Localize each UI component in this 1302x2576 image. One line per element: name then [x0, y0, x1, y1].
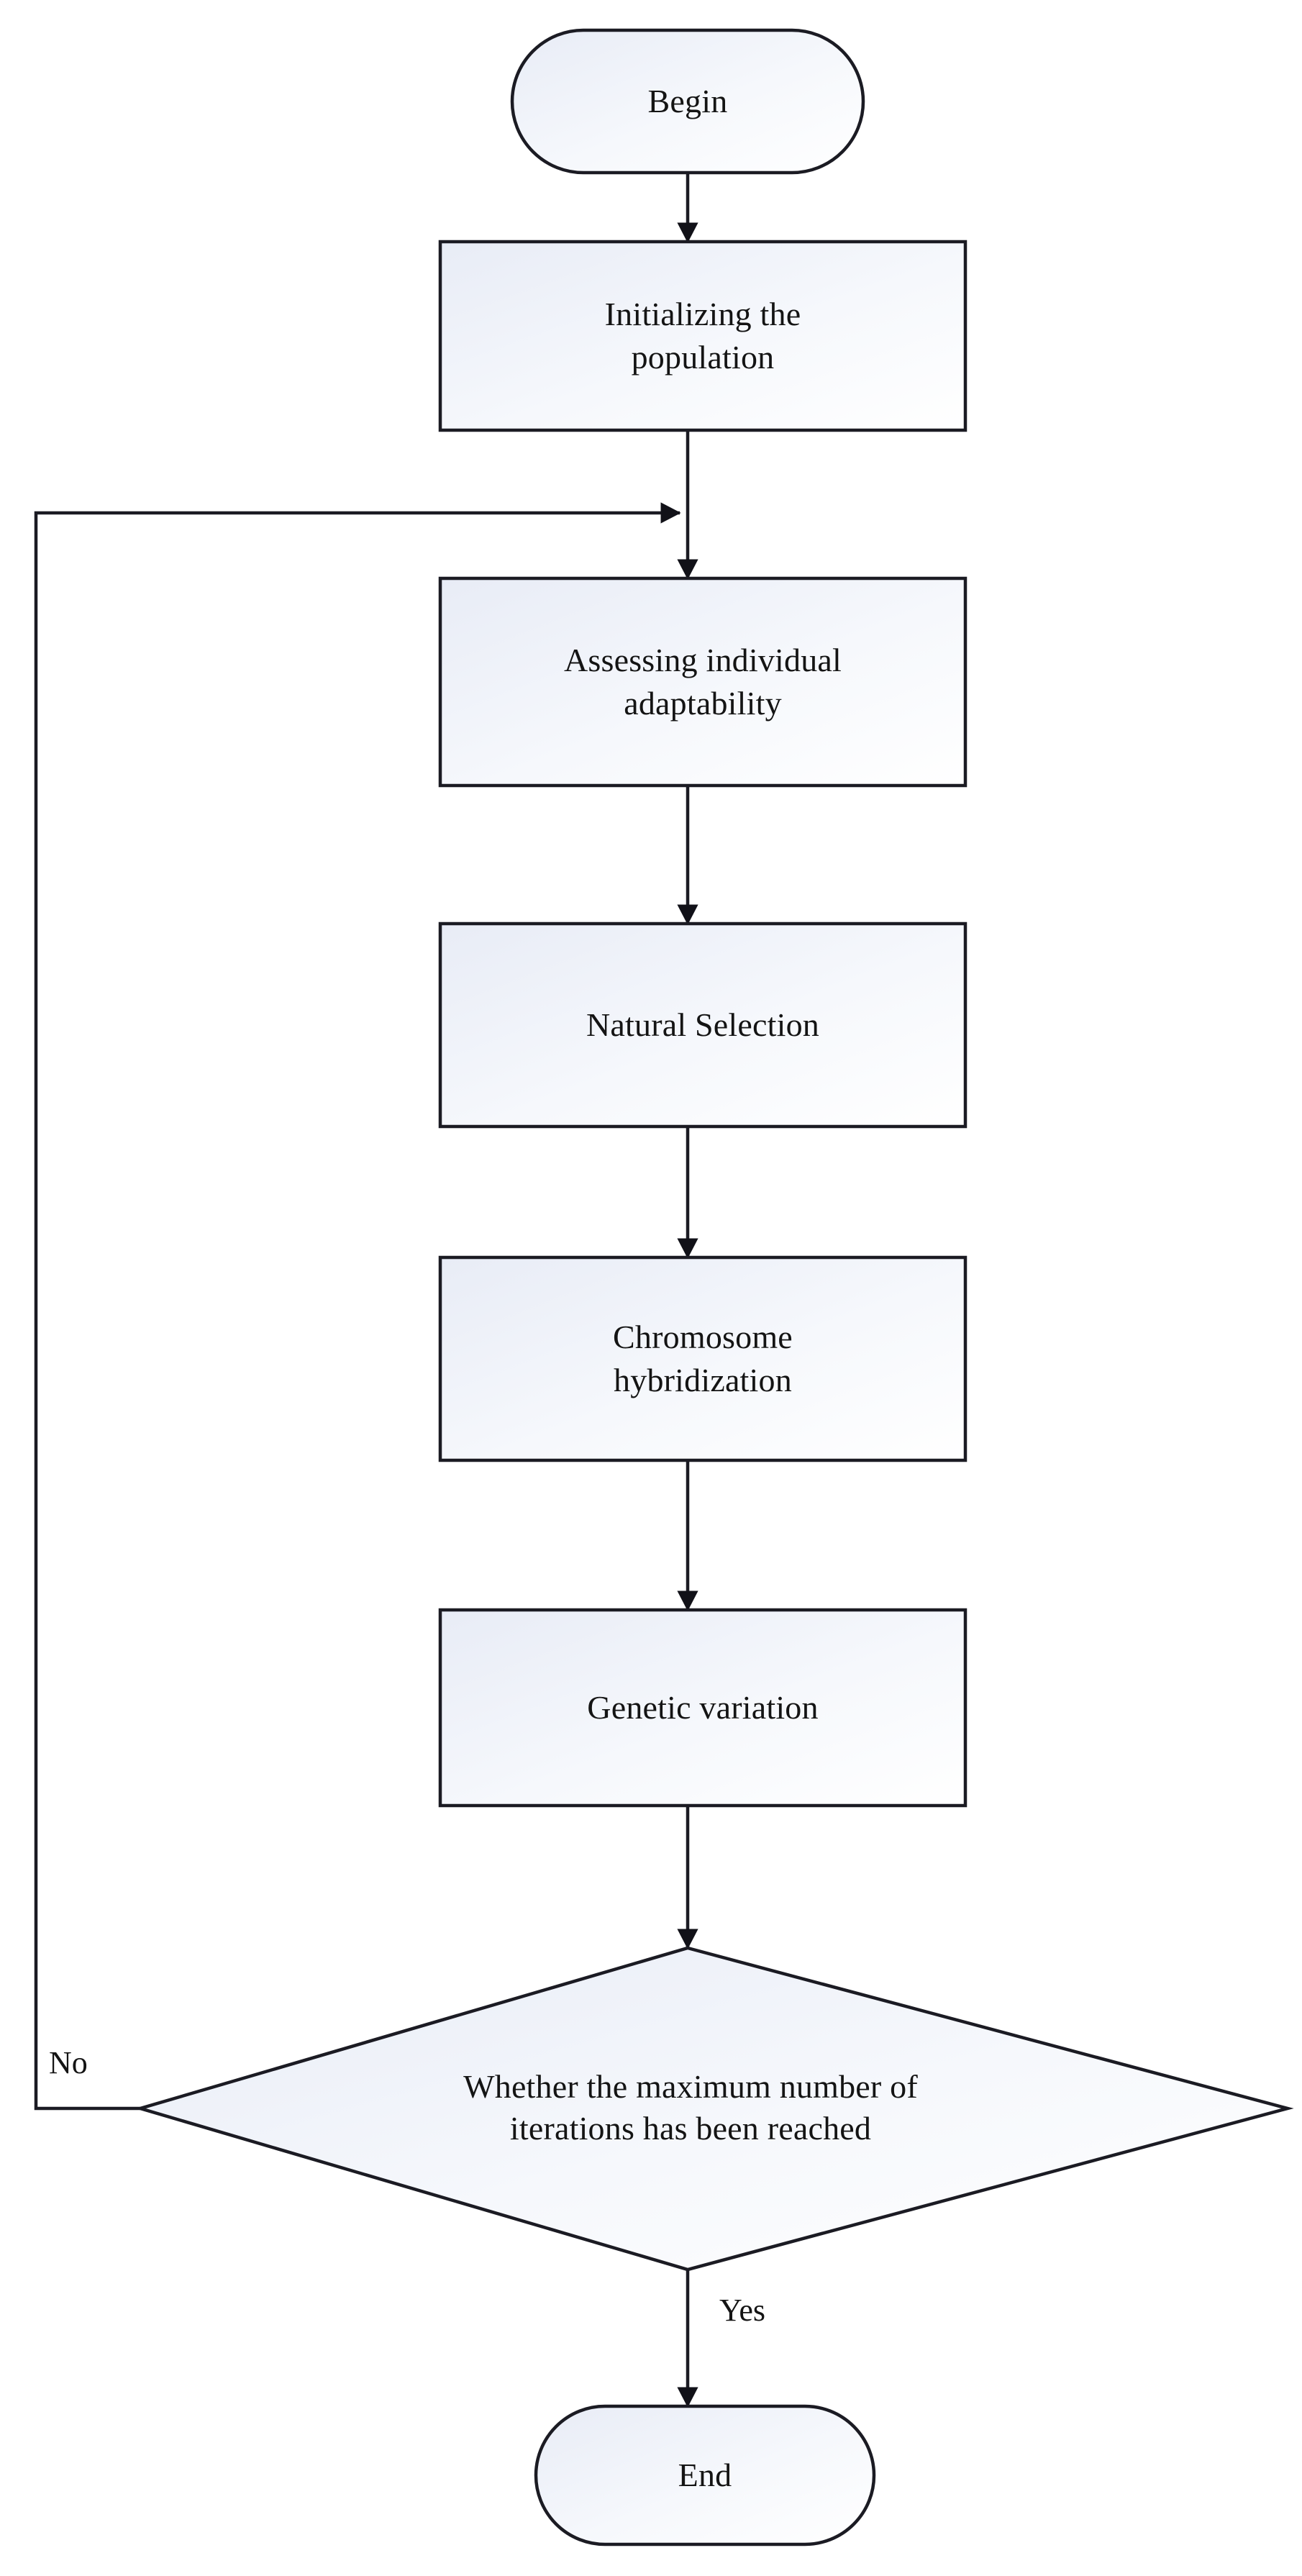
node-shape-assess	[438, 576, 968, 788]
node-shape-begin	[510, 28, 865, 175]
node-shape-end	[534, 2404, 876, 2547]
node-shape-mutation	[438, 1608, 968, 1808]
edge-label-yes: Yes	[719, 2293, 766, 2328]
node-shape-crossover	[438, 1255, 968, 1462]
edge-label-no: No	[49, 2045, 88, 2080]
node-shape-init	[438, 240, 968, 432]
node-shape-decision	[135, 1946, 1294, 2272]
node-shape-selection	[438, 921, 968, 1129]
connector-decision-no-loopback	[34, 502, 681, 2111]
